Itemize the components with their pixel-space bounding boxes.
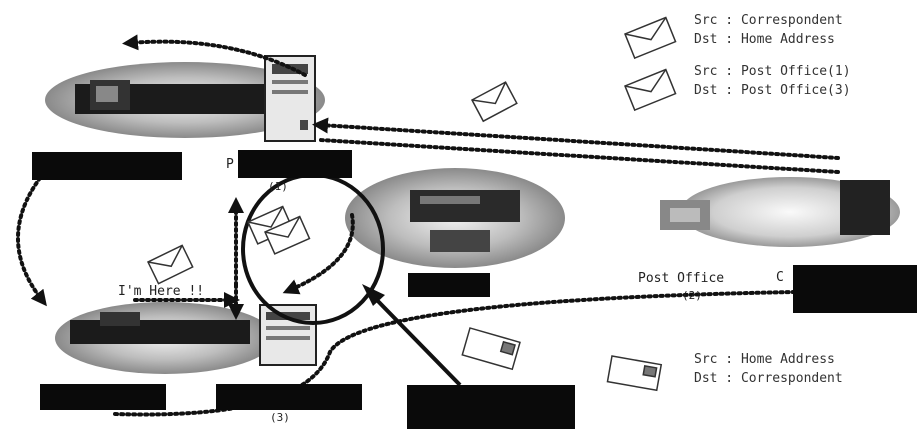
redacted-label-router — [408, 273, 490, 297]
redacted-label-pointer — [407, 385, 575, 429]
correspondent-partial-label: C — [776, 271, 784, 284]
redacted-label-correspondent — [793, 265, 917, 313]
visited-network-bottom-left — [55, 302, 275, 374]
legend-2-line1: Src : Post Office(1) — [694, 65, 851, 78]
redacted-label-home — [32, 152, 182, 180]
legend-3-line1: Src : Home Address — [694, 353, 835, 366]
legend-1-line2: Dst : Home Address — [694, 33, 835, 46]
legend-3-line2: Dst : Correspondent — [694, 372, 843, 385]
redacted-label-post-office-3 — [216, 384, 362, 410]
post-office-3-server-icon — [260, 305, 316, 365]
envelope-icon — [625, 18, 676, 59]
post-office-2-label: Post Office — [638, 272, 724, 285]
tunnel-highlight-circle — [243, 175, 383, 323]
legend-1-line1: Src : Correspondent — [694, 14, 843, 27]
post-office-3-number: (3) — [270, 412, 290, 423]
post-office-1-server-icon — [265, 56, 315, 141]
path-home-to-visited — [18, 178, 42, 300]
correspondent-network — [660, 177, 900, 247]
post-office-1-number: (1) — [268, 181, 288, 192]
post-office-1-prefix: P — [226, 158, 234, 171]
legend-2-line2: Dst : Post Office(3) — [694, 84, 851, 97]
path-correspondent-to-po1 — [320, 125, 838, 158]
envelope-icon — [625, 70, 676, 111]
redacted-label-visited — [40, 384, 166, 410]
im-here-label: I'm Here !! — [118, 285, 204, 298]
redacted-label-post-office-1 — [238, 150, 352, 178]
pointer-arrow — [372, 295, 460, 385]
envelope-icon — [607, 356, 661, 390]
post-office-2-number: (2) — [682, 290, 702, 301]
